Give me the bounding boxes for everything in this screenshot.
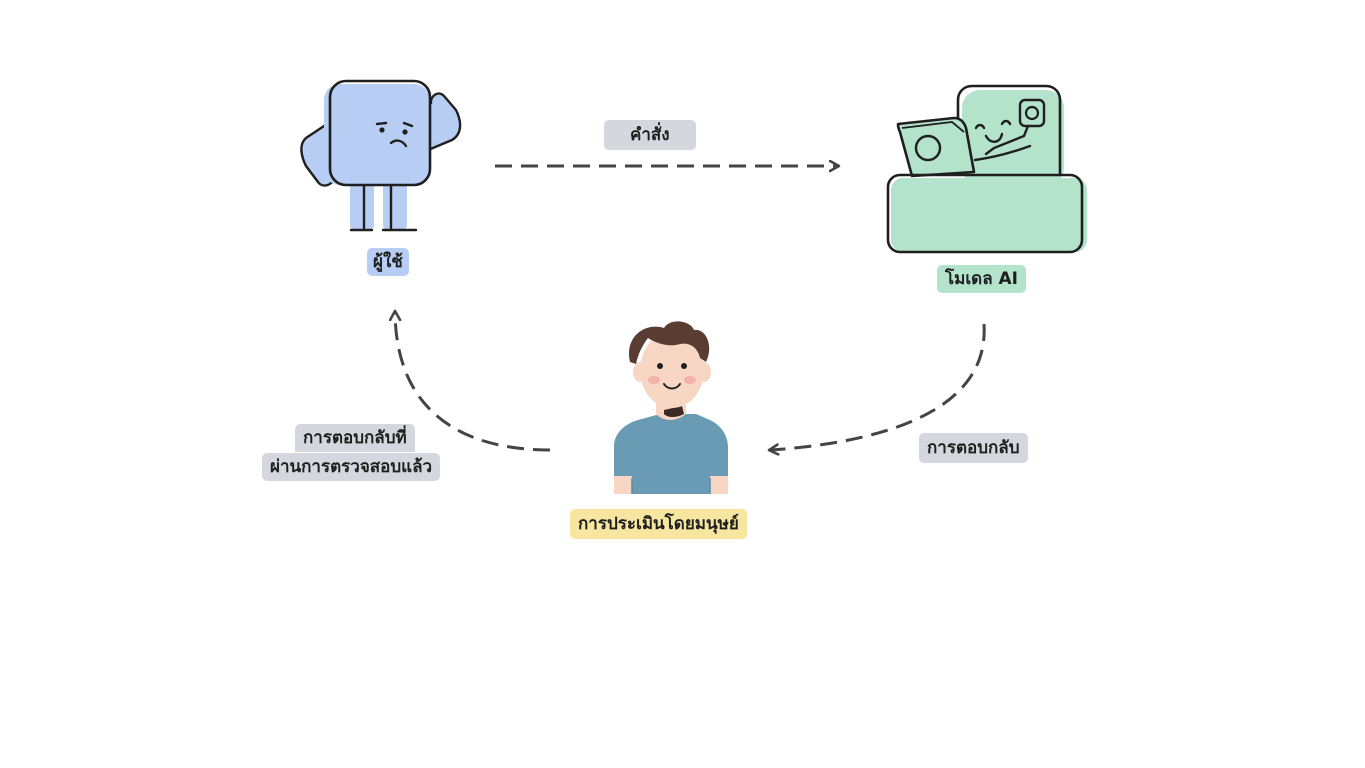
- verified-edge-label-line2: ผ่านการตรวจสอบแล้ว: [262, 453, 441, 481]
- response-edge-label: การตอบกลับ: [919, 433, 1028, 463]
- human-reviewer-icon: [614, 321, 728, 494]
- human-node-label: การประเมินโดยมนุษย์: [570, 509, 747, 539]
- user-cube-character-icon: [300, 79, 462, 232]
- ai-robot-laptop-icon: [886, 84, 1087, 254]
- instruction-edge-label: คำสั่ง: [604, 120, 696, 150]
- verified-edge-label-line1: การตอบกลับที่: [295, 424, 415, 452]
- model-node-label: โมเดล AI: [937, 265, 1027, 293]
- response-arrow: [770, 323, 986, 450]
- user-node-label: ผู้ใช้: [367, 248, 409, 276]
- verified-response-arrow: [395, 312, 551, 452]
